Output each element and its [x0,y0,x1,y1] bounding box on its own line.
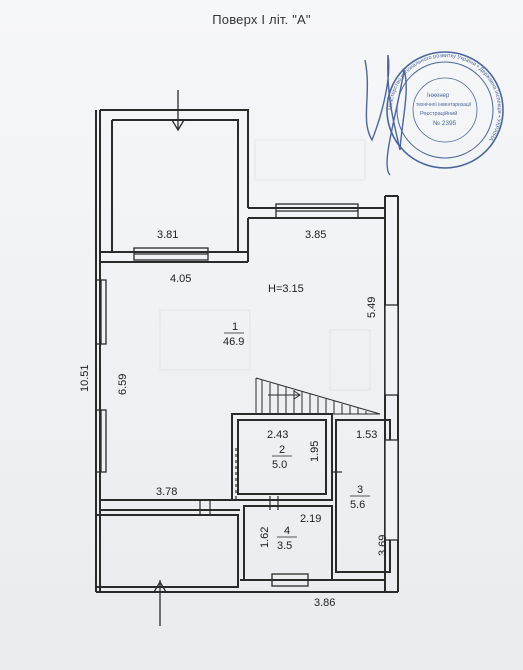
staircase [255,377,381,415]
official-stamp: Міністерство регіонального розвитку Укра… [364,51,504,176]
doors [199,448,342,516]
room-4-label: 4 3.5 [277,525,297,552]
room-2-label: 2 5.0 [272,444,292,471]
svg-text:Інженер: Інженер [427,93,450,99]
svg-text:3: 3 [357,484,363,496]
dim-top-room-width: 3.81 [157,229,178,241]
dim-room2-height: 1.95 [309,441,321,462]
room-labels: 1 46.9 2 5.0 3 5.6 4 3.5 [223,321,370,552]
svg-text:3.5: 3.5 [277,540,292,552]
svg-text:46.9: 46.9 [223,336,244,348]
room-3-label: 3 5.6 [350,484,370,511]
entrance-arrow-icon [153,90,185,626]
room-1-label: 1 46.9 [223,321,244,348]
page-title: Поверх I літ. "А" [212,12,311,27]
dim-left-bottom-width: 4.05 [170,273,191,285]
svg-text:5.6: 5.6 [350,499,365,511]
dim-top-right-width: 3.85 [305,229,326,241]
svg-text:1: 1 [232,321,238,333]
svg-text:Реєстраційний: Реєстраційний [420,110,457,117]
walls [95,109,399,593]
dim-room3-width: 1.53 [356,429,377,441]
dim-room4-height: 1.62 [259,527,271,548]
dim-right-height: 5.49 [366,297,378,318]
svg-text:№ 2395: № 2395 [433,120,457,127]
dim-room3-height: 3.69 [377,535,389,556]
dimension-labels: 3.81 3.85 4.05 H=3.15 5.49 10.51 6.59 2.… [79,229,389,609]
dim-bottom-total: 3.86 [314,597,335,609]
dim-room2-width: 2.43 [267,429,288,441]
signature [364,54,407,176]
svg-text:5.0: 5.0 [272,459,287,471]
dim-inner-height: 6.59 [117,374,129,395]
svg-text:технічної інвентаризації: технічної інвентаризації [416,102,472,108]
svg-text:2: 2 [279,444,285,456]
dim-bottom-left: 3.78 [156,486,177,498]
dim-outer-height: 10.51 [79,364,91,392]
windows [95,203,399,587]
dim-height: H=3.15 [268,283,304,295]
dim-room4-width: 2.19 [300,513,321,525]
svg-text:4: 4 [284,525,290,537]
